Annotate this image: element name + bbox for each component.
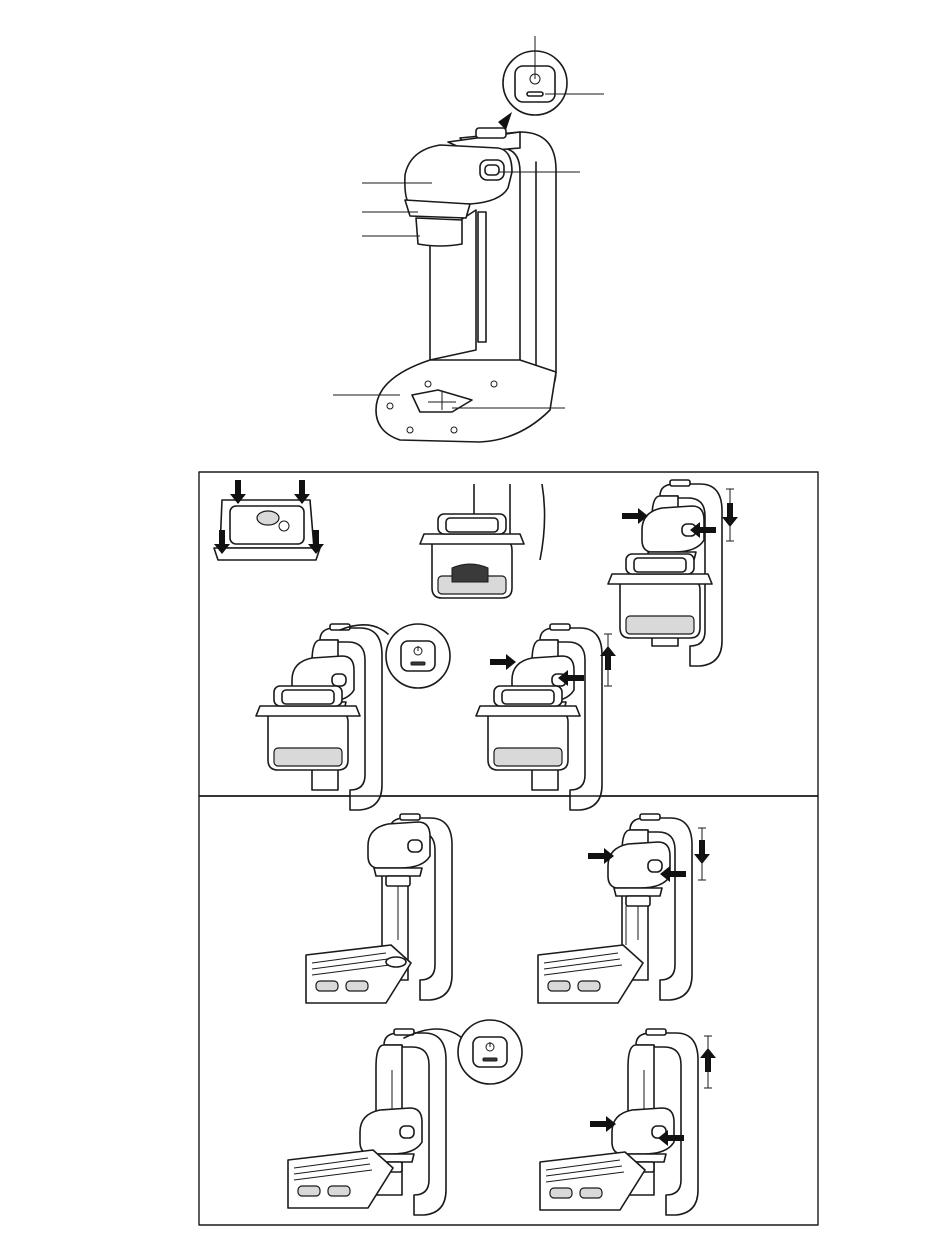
step-lid-attach	[214, 480, 324, 560]
step-vacuum-indicator	[256, 624, 450, 810]
bag-indicator-balloon	[458, 1020, 522, 1084]
step-press-head	[608, 480, 738, 666]
step-bag-indicator	[288, 1020, 522, 1215]
step-release-head	[476, 624, 616, 810]
step-container-place	[420, 484, 545, 598]
step-bag-press	[538, 814, 710, 1003]
step-bag-release	[540, 1029, 716, 1215]
step-bag-place	[306, 814, 452, 1003]
indicator-balloon	[386, 624, 450, 688]
sealer-overview	[376, 51, 567, 442]
indicator-light-icon	[527, 92, 543, 96]
